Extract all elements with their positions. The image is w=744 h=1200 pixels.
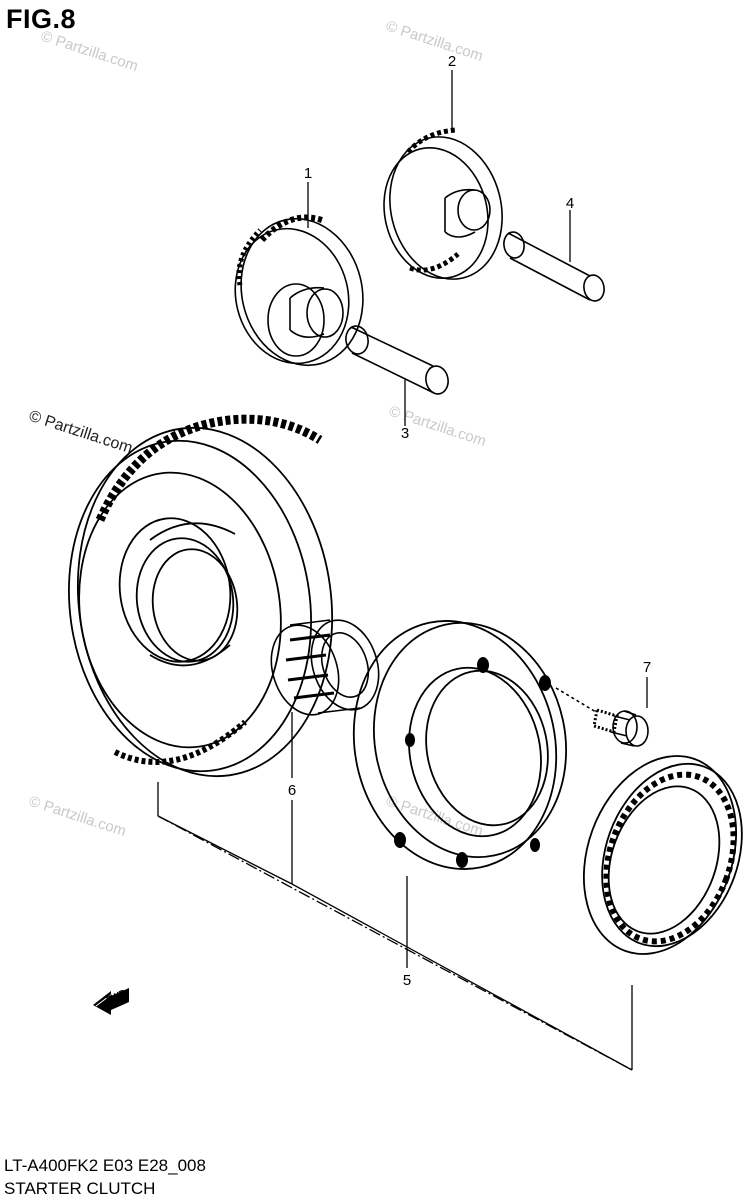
idler-gear-lower	[234, 214, 364, 367]
watermark-text: © Partzilla.com	[39, 28, 140, 75]
assembly-name: STARTER CLUTCH	[4, 1179, 156, 1198]
needle-bearing	[270, 619, 380, 716]
watermark-text: © Partzilla.com	[384, 18, 485, 65]
one-way-clutch	[582, 755, 743, 955]
callout-5: 5	[403, 972, 411, 989]
callout-1: 1	[304, 165, 312, 182]
model-code: LT-A400FK2 E03 E28_008	[4, 1156, 206, 1175]
bolt	[555, 687, 649, 747]
watermark-text: © Partzilla.com	[27, 793, 128, 840]
callout-2: 2	[448, 53, 456, 70]
idler-shaft-upper	[503, 231, 605, 302]
callout-numbers: 1 2 3 4 5 6 7	[288, 53, 651, 989]
callout-7: 7	[643, 659, 651, 676]
watermark-text: © Partzilla.com	[27, 408, 135, 457]
callout-4: 4	[566, 195, 574, 212]
idler-shaft-lower	[345, 325, 449, 395]
fwd-arrow-icon: FWD	[93, 987, 129, 1015]
leader-lines	[157, 70, 648, 1071]
idler-gear-upper	[383, 127, 503, 280]
starter-clutch-housing	[352, 620, 568, 870]
figure-title: FIG.8	[6, 4, 77, 34]
starter-driven-gear	[68, 414, 334, 778]
callout-3: 3	[401, 425, 409, 442]
callout-6: 6	[288, 782, 296, 799]
